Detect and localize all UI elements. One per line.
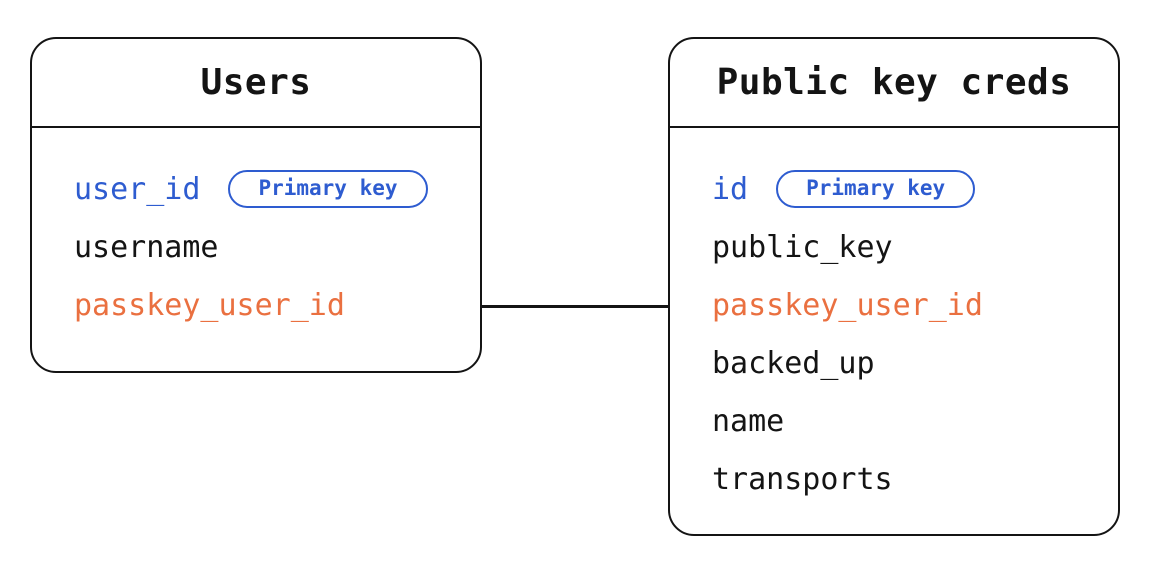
table-public-key-creds: Public key creds id Primary key public_key… [668,37,1120,536]
field-row: public_key [712,218,1118,276]
field-name: username [74,229,219,265]
table-users-title: Users [32,39,480,128]
field-name: backed_up [712,345,875,381]
table-public-key-creds-title: Public key creds [670,39,1118,128]
field-row: id Primary key [712,160,1118,218]
field-row: transports [712,450,1118,508]
field-name: passkey_user_id [74,287,345,323]
field-name: public_key [712,229,893,265]
field-row: username [74,218,480,276]
field-row: passkey_user_id [74,276,480,334]
relationship-connector-line [482,305,668,308]
field-name: transports [712,461,893,497]
field-row: passkey_user_id [712,276,1118,334]
field-name: user_id [74,171,201,207]
field-row: name [712,392,1118,450]
primary-key-badge: Primary key [776,170,976,208]
field-row: backed_up [712,334,1118,392]
field-name: name [712,403,785,439]
field-row: user_id Primary key [74,160,480,218]
field-name: id [712,171,749,207]
field-name: passkey_user_id [712,287,983,323]
primary-key-badge: Primary key [228,170,428,208]
